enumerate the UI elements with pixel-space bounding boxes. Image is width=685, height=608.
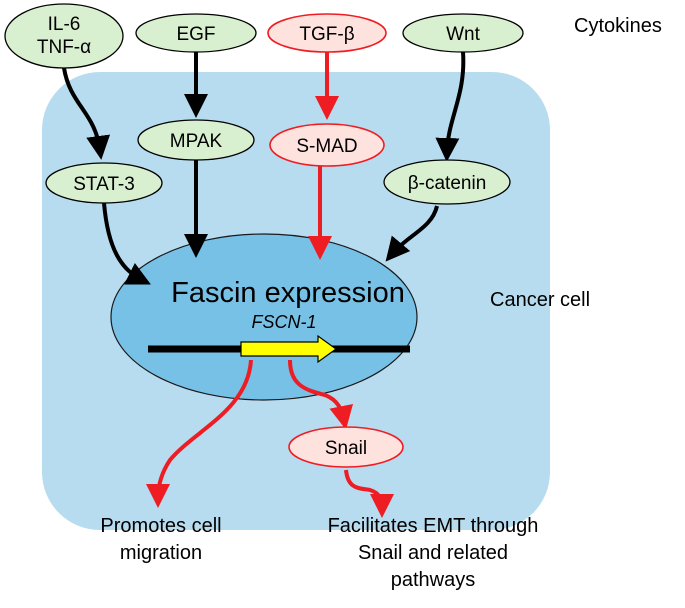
- label-snail: Snail: [325, 438, 367, 459]
- nucleus-ellipse: [110, 233, 418, 401]
- label-wnt: Wnt: [446, 24, 481, 45]
- node-snail: [288, 426, 404, 468]
- migration-line1: Promotes cell: [100, 515, 221, 537]
- label-tnfa: TNF-α: [37, 37, 91, 58]
- emt-line1: Facilitates EMT through: [328, 515, 539, 537]
- node-bcatenin: [383, 159, 511, 205]
- fscn1-gene-label: FSCN-1: [251, 312, 316, 332]
- arrow-bcatenin-to-fascin: [385, 205, 439, 262]
- cancer-cell-label: Cancer cell: [490, 289, 590, 311]
- node-il6-tnfa: [4, 3, 124, 69]
- node-wnt: [402, 13, 524, 53]
- node-egf: [135, 13, 257, 53]
- arrow-gene-to-migration: [146, 359, 253, 508]
- arrow-stat3-to-fascin: [102, 202, 151, 285]
- arrow-gene-to-snail: [288, 359, 354, 430]
- label-mpak: MPAK: [170, 131, 223, 152]
- emt-line2: Snail and related: [358, 542, 508, 564]
- node-mpak: [137, 119, 255, 161]
- label-egf: EGF: [176, 24, 215, 45]
- arrow-wnt-to-bcatenin: [435, 51, 466, 162]
- migration-line2: migration: [120, 542, 202, 564]
- fascin-expression-title: Fascin expression: [171, 277, 405, 309]
- node-smad: [269, 123, 385, 167]
- node-tgfb: [267, 13, 387, 53]
- cytokines-label: Cytokines: [574, 15, 662, 37]
- arrow-snail-to-emt: [344, 469, 394, 518]
- node-stat3: [45, 162, 163, 204]
- label-smad: S-MAD: [296, 136, 357, 157]
- emt-line3: pathways: [391, 569, 476, 591]
- label-bcatenin: β-catenin: [408, 173, 487, 194]
- label-tgfb: TGF-β: [299, 24, 354, 45]
- arrow-il6-to-stat3: [62, 67, 111, 160]
- label-il6: IL-6: [48, 14, 81, 35]
- fscn1-gene-arrow: [240, 334, 338, 364]
- label-stat3: STAT-3: [73, 174, 135, 195]
